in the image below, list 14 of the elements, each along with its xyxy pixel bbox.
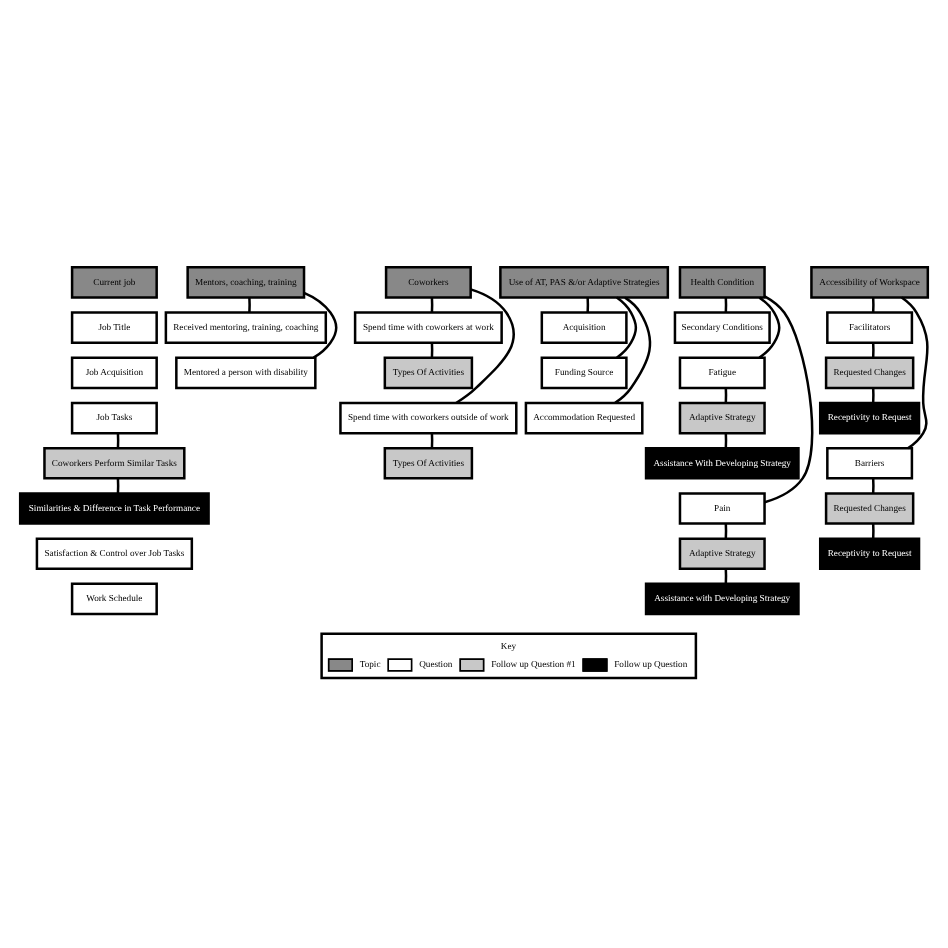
connector	[871, 386, 875, 402]
connector	[758, 295, 781, 358]
connector	[614, 295, 652, 403]
connector	[616, 295, 638, 358]
connector	[303, 290, 338, 358]
connector	[455, 287, 516, 404]
connector	[764, 294, 814, 503]
connector	[248, 296, 251, 312]
connector	[871, 341, 875, 357]
connector	[586, 296, 590, 312]
connector	[900, 295, 929, 449]
connector	[871, 296, 875, 312]
connector	[871, 477, 875, 493]
connector	[871, 522, 875, 538]
